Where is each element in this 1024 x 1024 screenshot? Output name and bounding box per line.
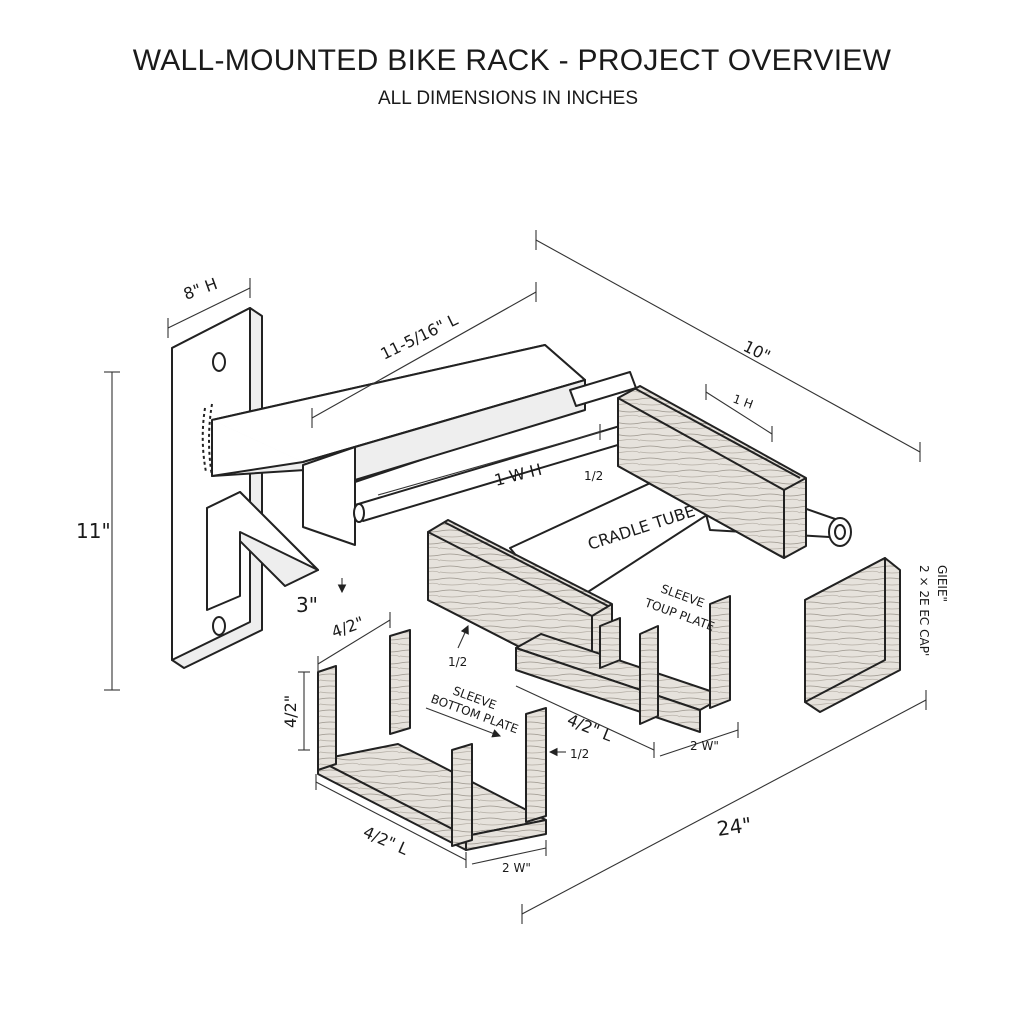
dim-center-half-label: 1/2 — [584, 469, 603, 483]
dim-arm-length-label: 11-5/16" L — [377, 310, 460, 364]
dim-gusset: 3" — [296, 578, 347, 617]
sleeve-top-plate: SLEEVE TOUP PLATE — [515, 582, 731, 733]
end-cap: 2 × 2E EC CAP' GIEIE" — [804, 557, 949, 713]
rear-clamp — [617, 385, 807, 559]
end-cap-label-2: GIEIE" — [935, 565, 949, 602]
wall-plate — [171, 307, 263, 669]
mounting-hole-top — [212, 352, 226, 372]
weld-bead — [201, 403, 213, 477]
dim-sleeve-left-half: 1/2 — [448, 624, 469, 669]
dim-sleeve-center-half: 1/2 — [548, 747, 589, 761]
dim-plate-height-label: 11" — [76, 519, 111, 543]
dim-gusset-label: 3" — [296, 593, 318, 617]
dim-overall-depth-label: 10" — [740, 337, 773, 366]
sleeve-bottom-plate: SLEEVE BOTTOM PLATE — [317, 629, 547, 851]
diagram-subtitle: ALL DIMENSIONS IN INCHES — [378, 88, 638, 109]
dim-sleeve-left-half-label: 1/2 — [448, 655, 467, 669]
dim-sleeve-right-width: 2 W" — [659, 722, 739, 757]
diagram-title: WALL-MOUNTED BIKE RACK - PROJECT OVERVIE… — [133, 44, 892, 77]
dim-sleeve-right-length-label: 4/2" L — [565, 710, 616, 745]
dim-bracket-height-label: 8" H — [181, 274, 220, 304]
end-cap-label-1: 2 × 2E EC CAP' — [917, 565, 931, 656]
dim-sleeve-left-top: 4/2" — [317, 612, 391, 672]
dim-sleeve-right-width-label: 2 W" — [690, 739, 719, 753]
dim-sleeve-left-width: 2 W" — [471, 840, 547, 875]
dim-overall-width-label: 24" — [715, 812, 753, 841]
main-arm — [211, 344, 586, 546]
dim-sleeve-left-side-label: 4/2" — [281, 695, 300, 728]
dim-clamp-height-label: 1 H — [731, 392, 755, 412]
dim-sleeve-left-width-label: 2 W" — [502, 861, 531, 875]
dim-overall-width: 24" — [521, 690, 927, 924]
mounting-hole-bottom — [212, 616, 226, 636]
dim-overall-depth: 10" — [535, 230, 921, 462]
gusset-bracket — [206, 491, 319, 611]
dim-clamp-height: 1 H — [705, 384, 773, 442]
dim-sleeve-left-side: 4/2" — [281, 671, 310, 751]
dim-sleeve-center-half-label: 1/2 — [570, 747, 589, 761]
dim-plate-height: 11" — [76, 371, 120, 691]
